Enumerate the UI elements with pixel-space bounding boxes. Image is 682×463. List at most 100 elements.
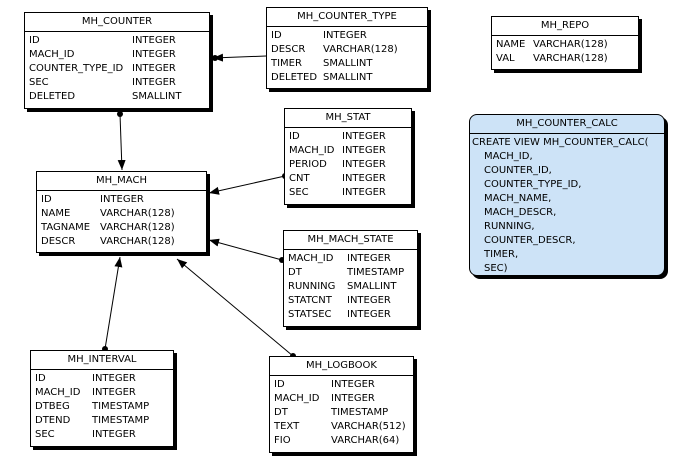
column-name: MACH_ID [35,387,81,398]
column-row: RUNNING SMALLINT [288,280,413,294]
view-sql-line: MACH_DESCR, [484,207,557,218]
table-title: MH_STAT [285,109,411,128]
column-type: VARCHAR(128) [100,208,175,219]
column-type: INTEGER [92,373,136,384]
column-name: MACH_ID [288,253,334,264]
link-counter-mach [117,113,126,171]
column-name: STATSEC [288,309,332,320]
column-type: INTEGER [323,30,367,41]
column-type: TIMESTAMP [347,267,405,278]
column-name: RUNNING [288,281,336,292]
column-type: INTEGER [92,429,136,440]
column-type: INTEGER [331,379,375,390]
column-type: SMALLINT [323,58,373,69]
column-name: TEXT [274,421,300,432]
table-title: MH_MACH_STATE [284,231,417,250]
column-name: NAME [496,39,526,50]
link-dot [117,111,123,117]
column-type: INTEGER [342,159,386,170]
view-sql-line: CREATE VIEW MH_COUNTER_CALC( [472,137,649,148]
column-type: INTEGER [347,295,391,306]
column-row: DTBEG TIMESTAMP [35,400,169,414]
column-name: TIMER [271,58,302,69]
column-type: VARCHAR(128) [533,53,608,64]
column-row: MACH_ID INTEGER [35,386,169,400]
column-name: VAL [496,53,515,64]
column-type: INTEGER [331,393,375,404]
view-sql-line: COUNTER_DESCR, [484,235,576,246]
column-name: DTBEG [35,401,70,412]
column-name: DESCR [271,44,306,55]
view-mh-counter-calc[interactable]: MH_COUNTER_CALC CREATE VIEW MH_COUNTER_C… [469,114,665,276]
column-type: SMALLINT [132,91,182,102]
column-row: NAME VARCHAR(128) [496,38,634,52]
column-type: TIMESTAMP [331,407,389,418]
view-sql-line: COUNTER_ID, [484,165,552,176]
column-row: STATSEC INTEGER [288,308,413,322]
column-name: DELETED [271,72,318,83]
table-title: MH_COUNTER_TYPE [267,8,427,27]
column-name: CNT [289,173,310,184]
column-row: ID INTEGER [271,29,423,43]
column-name: ID [271,30,282,41]
link-interval-mach [104,256,123,350]
column-name: TAGNAME [41,222,91,233]
column-type: INTEGER [347,309,391,320]
column-name: ID [29,35,40,46]
column-type: INTEGER [92,387,136,398]
table-title: MH_MACH [37,172,206,191]
column-type: VARCHAR(128) [533,39,608,50]
view-sql-line: SEC) [484,263,508,274]
view-sql: CREATE VIEW MH_COUNTER_CALC( MACH_ID, CO… [470,134,664,278]
column-type: INTEGER [342,187,386,198]
column-type: TIMESTAMP [92,401,150,412]
column-type: VARCHAR(512) [331,421,406,432]
link-counter-countertype [212,53,267,62]
column-row: ID INTEGER [41,193,202,207]
view-sql-line: MACH_ID, [484,151,533,162]
link-logbook-mach [176,258,294,357]
view-sql-line: RUNNING, [484,221,535,232]
column-name: NAME [41,208,71,219]
table-title: MH_COUNTER [25,13,209,32]
table-title: MH_LOGBOOK [270,357,413,376]
column-name: ID [41,194,52,205]
column-type: INTEGER [132,49,176,60]
column-type: VARCHAR(128) [100,236,175,247]
view-title: MH_COUNTER_CALC [470,115,664,134]
view-sql-line: MACH_NAME, [484,193,552,204]
view-sql-line: COUNTER_TYPE_ID, [484,179,582,190]
column-name: COUNTER_TYPE_ID [29,63,124,74]
column-row: TEXT VARCHAR(512) [274,420,409,434]
column-row: TIMER SMALLINT [271,57,423,71]
column-type: INTEGER [100,194,144,205]
column-type: SMALLINT [347,281,397,292]
